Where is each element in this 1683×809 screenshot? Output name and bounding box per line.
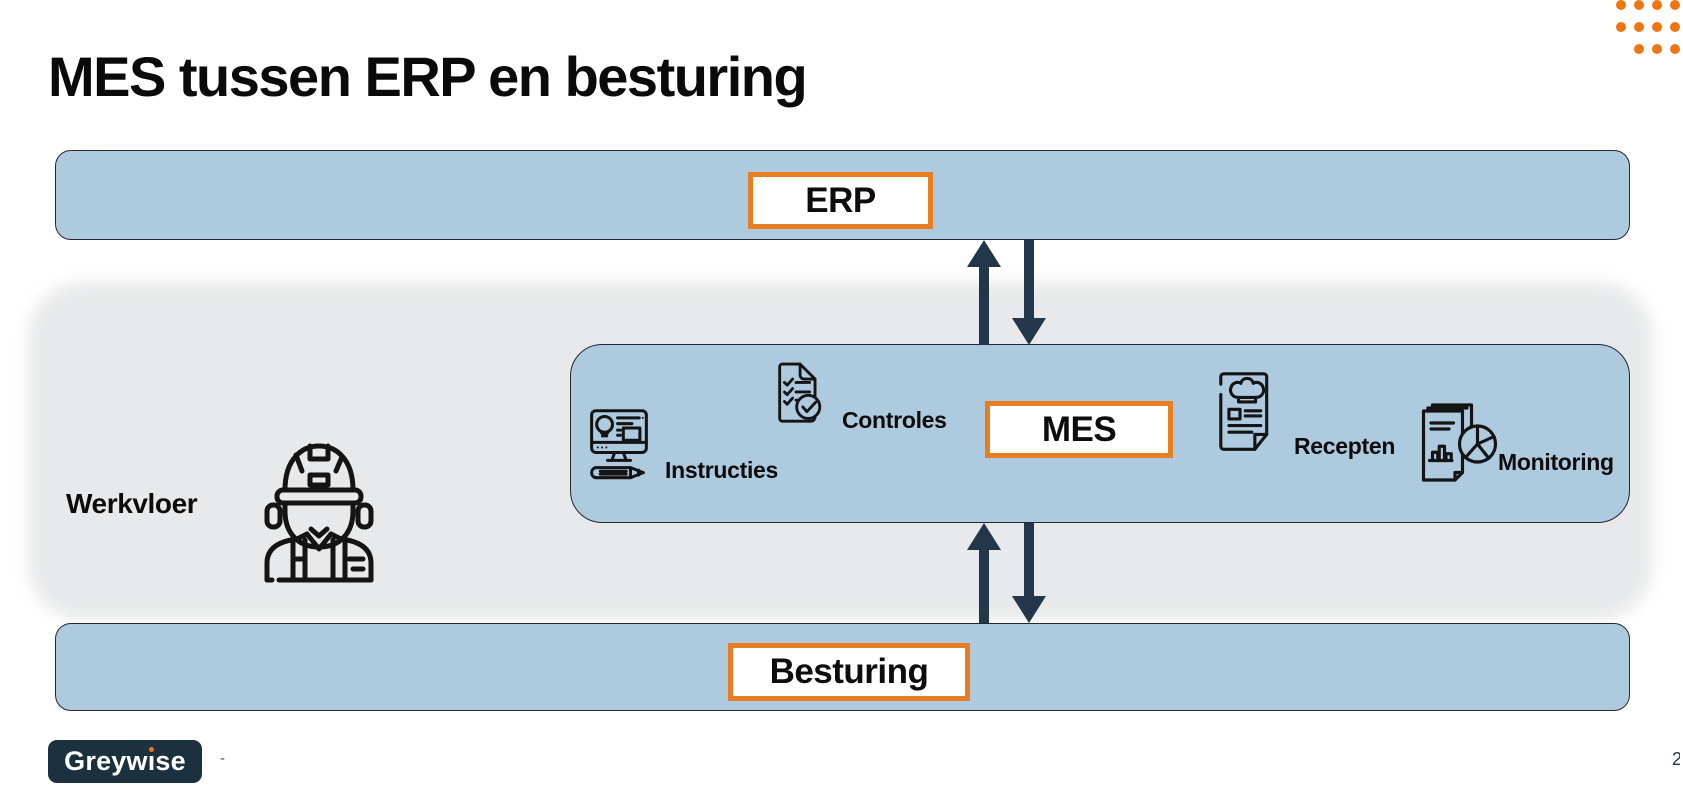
besturing-label-box: Besturing: [728, 643, 970, 701]
page-number: 2: [1672, 749, 1680, 769]
arrow-down-mes-to-besturing: [1012, 523, 1046, 623]
arrow-shaft: [1024, 523, 1034, 596]
dot-icon: [1670, 0, 1680, 10]
dot-icon: [1652, 0, 1662, 10]
dot-icon: [1652, 22, 1662, 32]
work-instructions-icon: [583, 406, 655, 486]
dots-row: [1616, 22, 1683, 32]
mes-label: MES: [1041, 409, 1117, 449]
brand-letter-i: ı: [148, 746, 156, 777]
dot-icon: [1652, 44, 1662, 54]
arrowhead-up-icon: [967, 240, 1001, 267]
checklist-icon: [762, 355, 830, 433]
slide-title: MES tussen ERP en besturing: [48, 45, 808, 108]
brand-dotless-i: ı: [147, 746, 156, 776]
dots-row: [1616, 44, 1683, 54]
arrow-up-besturing-to-mes: [967, 523, 1001, 623]
mes-label-box: MES: [985, 401, 1173, 458]
dot-blank: [1616, 44, 1626, 54]
brand-i-dot-icon: [149, 747, 155, 752]
erp-label: ERP: [805, 180, 876, 220]
mes-capability-label: Controles: [842, 407, 947, 433]
arrow-shaft: [979, 267, 989, 345]
recipe-icon: [1206, 368, 1280, 458]
dot-icon: [1634, 0, 1644, 10]
arrowhead-up-icon: [967, 523, 1001, 550]
arrowhead-down-icon: [1012, 596, 1046, 623]
arrow-shaft: [1024, 240, 1034, 318]
mes-capability-label: Instructies: [665, 457, 779, 483]
erp-label-box: ERP: [748, 172, 933, 229]
dot-icon: [1634, 22, 1644, 32]
dot-icon: [1670, 44, 1680, 54]
brand-text-suffix: se: [155, 746, 186, 776]
dot-icon: [1616, 22, 1626, 32]
footer-separator: -: [220, 750, 225, 767]
dot-icon: [1634, 44, 1644, 54]
werkvloer-label: Werkvloer: [66, 488, 198, 519]
arrow-up-mes-to-erp: [967, 240, 1001, 345]
brand-text-prefix: Greyw: [64, 746, 148, 776]
arrow-down-erp-to-mes: [1012, 240, 1046, 345]
arrowhead-down-icon: [1012, 318, 1046, 345]
monitoring-report-icon: [1416, 400, 1500, 482]
mes-capability-label: Recepten: [1294, 433, 1396, 459]
worker-icon: [258, 433, 380, 583]
dots-pattern-decoration: [1616, 0, 1683, 66]
besturing-label: Besturing: [769, 652, 929, 691]
dot-icon: [1616, 0, 1626, 10]
dots-row: [1616, 0, 1683, 10]
dot-icon: [1670, 22, 1680, 32]
mes-capability-label: Monitoring: [1498, 449, 1614, 475]
arrow-shaft: [979, 550, 989, 623]
